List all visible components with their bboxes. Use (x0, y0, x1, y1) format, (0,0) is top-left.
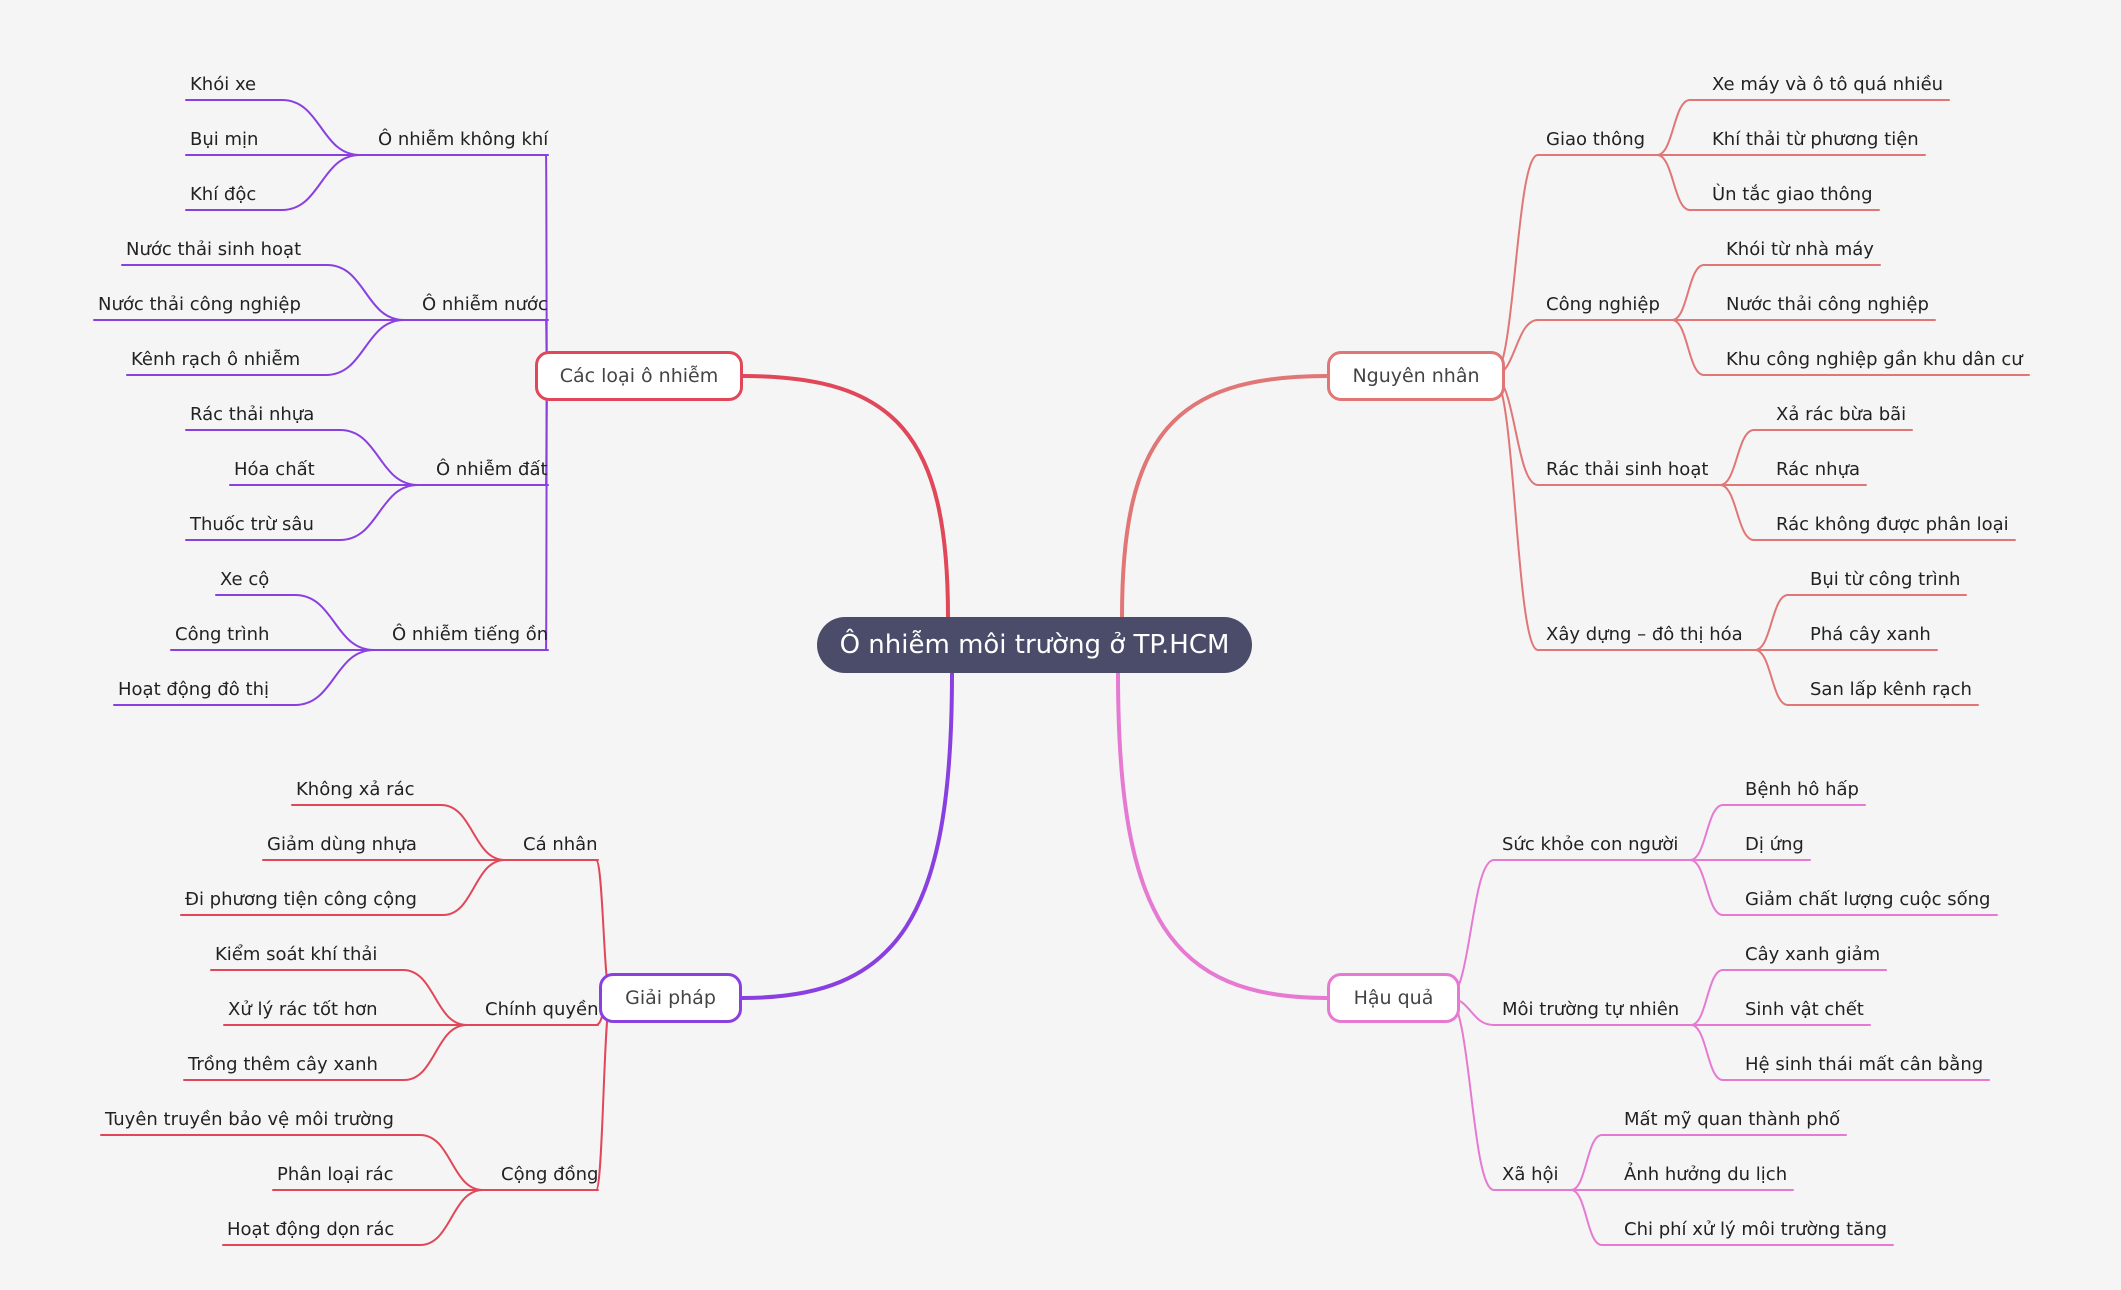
leaf-topic: Bụi mịn (190, 129, 259, 150)
topic-to-leaf-connector (419, 1134, 484, 1191)
topic-to-leaf-connector (440, 804, 506, 861)
topic-to-leaf-connector (325, 319, 405, 376)
leaf-topic: Xử lý rác tốt hơn (228, 999, 378, 1020)
leaf-topic: Khói từ nhà máy (1726, 239, 1874, 260)
leaf-topic: Kiểm soát khí thải (215, 944, 378, 965)
leaf-topic: Sinh vật chết (1745, 999, 1864, 1020)
sub-topic: Xây dựng – đô thị hóa (1546, 624, 1743, 645)
leaf-topic: Bệnh hô hấp (1745, 779, 1859, 800)
leaf-topic: Ùn tắc giao thông (1712, 184, 1873, 205)
topic-to-leaf-connector (1719, 484, 1755, 541)
root-to-branch-connector (741, 374, 950, 619)
leaf-topic: Trồng thêm cây xanh (188, 1054, 378, 1075)
topic-to-leaf-connector (1754, 594, 1789, 651)
branch-node: Các loại ô nhiễm (535, 351, 743, 401)
sub-topic: Ô nhiễm tiếng ồn (392, 624, 549, 645)
branch-to-topic-connector (595, 997, 612, 1191)
leaf-topic: Hoạt động dọn rác (227, 1219, 395, 1240)
leaf-topic: Xả rác bừa bãi (1776, 404, 1907, 425)
topic-to-leaf-connector (1690, 969, 1724, 1026)
leaf-topic: Không xả rác (296, 779, 415, 800)
branch-node: Hậu quả (1327, 973, 1460, 1023)
topic-to-leaf-connector (294, 594, 375, 651)
leaf-topic: Hoạt động đô thị (118, 679, 269, 700)
leaf-topic: Phá cây xanh (1810, 624, 1931, 645)
topic-to-leaf-connector (402, 969, 468, 1026)
topic-to-leaf-connector (442, 859, 506, 916)
leaf-topic: Khói xe (190, 74, 257, 95)
topic-to-leaf-connector (1671, 264, 1705, 321)
sub-topic: Xã hội (1502, 1164, 1559, 1185)
root-to-branch-connector (1116, 671, 1329, 1000)
leaf-topic: Rác thải nhựa (190, 404, 315, 425)
branch-node: Giải pháp (599, 973, 742, 1023)
branch-to-topic-connector (1492, 375, 1539, 651)
leaf-topic: Nước thải sinh hoạt (126, 239, 302, 260)
leaf-topic: Nước thải công nghiệp (1726, 294, 1929, 315)
leaf-topic: Phân loại rác (277, 1164, 394, 1185)
topic-to-leaf-connector (1754, 649, 1789, 706)
leaf-topic: Nước thải công nghiệp (98, 294, 301, 315)
leaf-topic: Rác không được phân loại (1776, 514, 2009, 535)
leaf-topic: Công trình (175, 624, 270, 645)
topic-to-leaf-connector (339, 484, 419, 541)
leaf-topic: Khí thải từ phương tiện (1712, 129, 1919, 150)
leaf-topic: Mất mỹ quan thành phố (1624, 1109, 1841, 1130)
sub-topic: Ô nhiễm không khí (378, 129, 549, 150)
topic-to-leaf-connector (339, 429, 419, 486)
topic-to-leaf-connector (1656, 154, 1691, 211)
sub-topic: Cá nhân (523, 834, 598, 855)
root-node: Ô nhiễm môi trường ở TP.HCM (817, 617, 1252, 673)
leaf-topic: Bụi từ công trình (1810, 569, 1961, 590)
branch-to-topic-connector (1447, 997, 1495, 1191)
sub-topic: Rác thải sinh hoạt (1546, 459, 1709, 480)
leaf-topic: Cây xanh giảm (1745, 944, 1881, 965)
leaf-topic: Hóa chất (234, 459, 315, 480)
leaf-topic: San lấp kênh rạch (1810, 679, 1972, 700)
leaf-topic: Rác nhựa (1776, 459, 1861, 480)
topic-to-leaf-connector (281, 154, 361, 211)
branch-to-topic-connector (1492, 154, 1539, 377)
topic-to-leaf-connector (1690, 1024, 1724, 1081)
topic-to-leaf-connector (1570, 1134, 1603, 1191)
topic-to-leaf-connector (1719, 429, 1755, 486)
leaf-topic: Giảm dùng nhựa (267, 834, 417, 855)
root-to-branch-connector (740, 671, 954, 1000)
root-to-branch-connector (1120, 374, 1329, 619)
topic-to-leaf-connector (1671, 319, 1705, 376)
topic-to-leaf-connector (326, 264, 405, 321)
leaf-topic: Khu công nghiệp gần khu dân cư (1726, 349, 2023, 370)
branch-node: Nguyên nhân (1327, 351, 1505, 401)
sub-topic: Ô nhiễm nước (422, 294, 548, 315)
leaf-topic: Chi phí xử lý môi trường tăng (1624, 1219, 1888, 1240)
sub-topic: Giao thông (1546, 129, 1646, 150)
leaf-topic: Xe máy và ô tô quá nhiều (1712, 74, 1944, 95)
leaf-topic: Đi phương tiện công cộng (185, 889, 417, 910)
topic-to-leaf-connector (294, 649, 375, 706)
leaf-topic: Kênh rạch ô nhiễm (131, 349, 301, 370)
leaf-topic: Thuốc trừ sâu (190, 514, 314, 535)
topic-to-leaf-connector (1689, 804, 1724, 861)
leaf-topic: Dị ứng (1745, 834, 1804, 855)
sub-topic: Môi trường tự nhiên (1502, 999, 1680, 1020)
topic-to-leaf-connector (1570, 1189, 1603, 1246)
topic-to-leaf-connector (1656, 99, 1691, 156)
topic-to-leaf-connector (1689, 859, 1724, 916)
topic-to-leaf-connector (419, 1189, 484, 1246)
leaf-topic: Ảnh hưởng du lịch (1624, 1164, 1788, 1185)
topic-to-leaf-connector (403, 1024, 468, 1081)
branch-to-topic-connector (545, 375, 548, 651)
sub-topic: Công nghiệp (1546, 294, 1660, 315)
sub-topic: Sức khỏe con người (1502, 834, 1679, 855)
leaf-topic: Khí độc (190, 184, 257, 205)
sub-topic: Ô nhiễm đất (436, 459, 548, 480)
leaf-topic: Tuyên truyền bảo vệ môi trường (105, 1109, 394, 1130)
sub-topic: Cộng đồng (501, 1164, 599, 1185)
leaf-topic: Giảm chất lượng cuộc sống (1745, 889, 1991, 910)
sub-topic: Chính quyền (485, 999, 599, 1020)
leaf-topic: Xe cộ (220, 569, 270, 590)
leaf-topic: Hệ sinh thái mất cân bằng (1745, 1054, 1984, 1075)
topic-to-leaf-connector (281, 99, 361, 156)
